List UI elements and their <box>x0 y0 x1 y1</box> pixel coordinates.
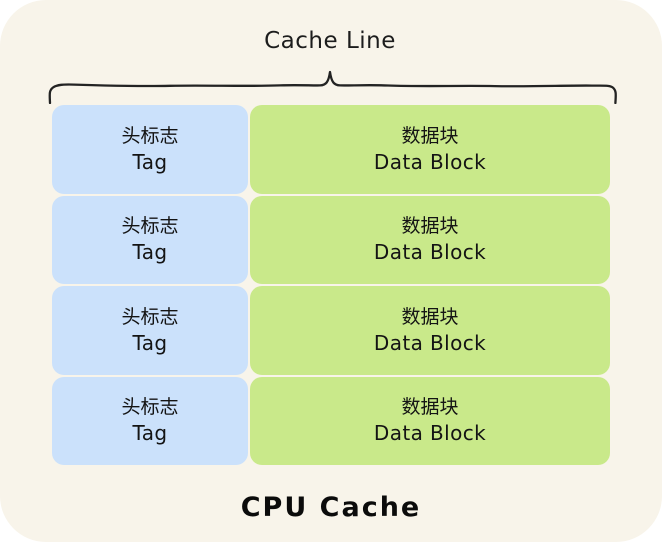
cell-label-cn: 数据块 <box>401 305 459 328</box>
cache-cell-data-block: 数据块 Data Block <box>250 376 610 465</box>
cache-cell-data-block: 数据块 Data Block <box>250 105 610 194</box>
cache-cell-tag: 头标志 Tag <box>52 286 248 375</box>
cell-label-en: Data Block <box>373 330 487 355</box>
table-row: 头标志 Tag 数据块 Data Block <box>52 286 610 375</box>
cell-label-en: Tag <box>132 330 168 355</box>
cell-label-en: Tag <box>132 149 168 174</box>
cell-label-cn: 头标志 <box>121 215 179 238</box>
cell-label-cn: 数据块 <box>401 396 459 419</box>
cell-label-cn: 数据块 <box>401 215 459 238</box>
cache-cell-tag: 头标志 Tag <box>52 376 248 465</box>
cell-label-en: Tag <box>132 240 168 265</box>
cell-label-cn: 数据块 <box>401 124 459 147</box>
table-row: 头标志 Tag 数据块 Data Block <box>52 376 610 465</box>
page-title: CPU Cache <box>240 492 422 523</box>
table-row: 头标志 Tag 数据块 Data Block <box>52 195 610 284</box>
cell-label-en: Data Block <box>373 421 487 446</box>
cell-label-en: Data Block <box>373 240 487 265</box>
table-row: 头标志 Tag 数据块 Data Block <box>52 105 610 194</box>
cell-label-cn: 头标志 <box>121 305 179 328</box>
cell-label-en: Data Block <box>373 149 487 174</box>
cache-cell-data-block: 数据块 Data Block <box>250 195 610 284</box>
cache-cell-tag: 头标志 Tag <box>52 195 248 284</box>
cache-line-caption: Cache Line <box>264 28 396 54</box>
cell-label-cn: 头标志 <box>121 124 179 147</box>
cell-label-en: Tag <box>132 421 168 446</box>
curly-brace-icon <box>40 60 624 105</box>
cell-label-cn: 头标志 <box>121 396 179 419</box>
cache-cell-tag: 头标志 Tag <box>52 105 248 194</box>
cache-line-table: 头标志 Tag 数据块 Data Block 头标志 Tag 数据块 Data … <box>52 105 610 465</box>
cache-cell-data-block: 数据块 Data Block <box>250 286 610 375</box>
